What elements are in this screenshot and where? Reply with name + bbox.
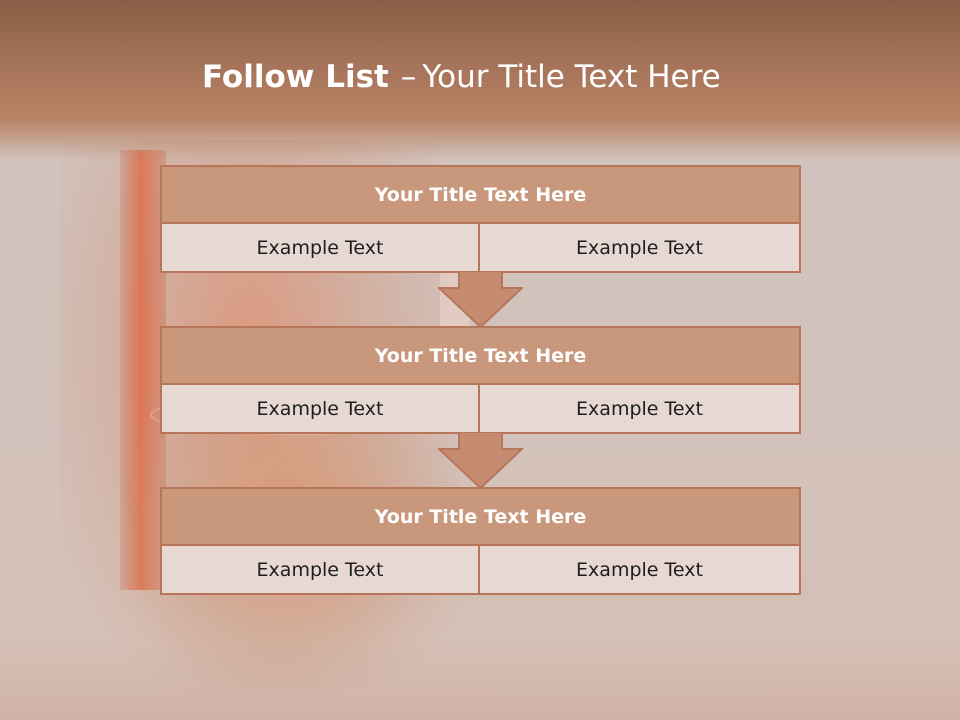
- block-left-cell[interactable]: Example Text: [160, 383, 478, 434]
- block-left-cell[interactable]: Example Text: [160, 222, 478, 273]
- background-floor: [0, 640, 960, 720]
- block-right-cell[interactable]: Example Text: [478, 383, 801, 434]
- slide-title-rest: Your Title Text Here: [422, 59, 721, 95]
- block-right-cell[interactable]: Example Text: [478, 544, 801, 595]
- block-title[interactable]: Your Title Text Here: [160, 326, 801, 385]
- slide-title-dash: –: [400, 59, 417, 95]
- block-title[interactable]: Your Title Text Here: [160, 165, 801, 224]
- slide-title[interactable]: Follow List–Your Title Text Here: [202, 55, 721, 99]
- title-band: [0, 0, 960, 160]
- down-arrow-icon: [438, 271, 523, 328]
- block-right-cell[interactable]: Example Text: [478, 222, 801, 273]
- block-left-cell[interactable]: Example Text: [160, 544, 478, 595]
- slide-title-bold: Follow List: [202, 59, 389, 95]
- block-title[interactable]: Your Title Text Here: [160, 487, 801, 546]
- down-arrow-icon: [438, 432, 523, 489]
